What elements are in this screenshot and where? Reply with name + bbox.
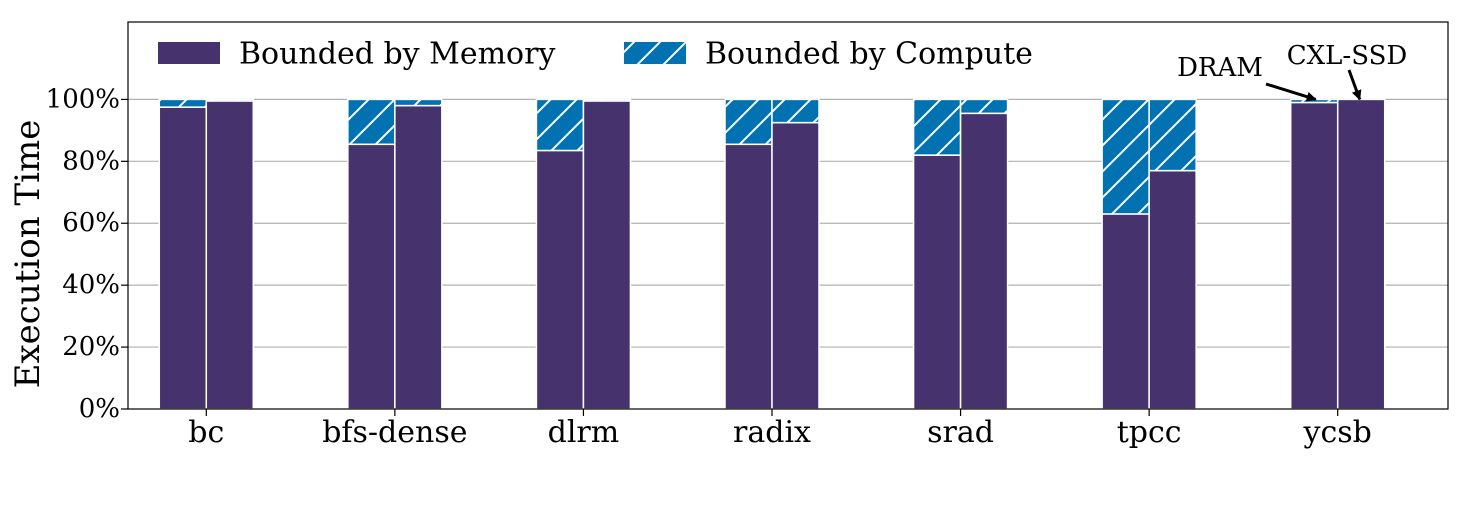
annotation-label-dram: DRAM [1177,53,1263,83]
x-tick-label-dlrm: dlrm [548,415,620,450]
y-tick-label: 60% [62,208,120,238]
bar-tpcc-dram-memory [1101,213,1150,410]
bar-ycsb-cxl-ssd-memory [1336,98,1386,410]
y-axis-label: Execution Time [8,120,48,389]
annotation-label-cxl-ssd: CXL-SSD [1287,41,1407,71]
bar-radix-cxl-ssd-compute [771,98,820,124]
bar-tpcc-cxl-ssd-compute [1148,98,1197,172]
bar-radix-dram-memory [724,143,773,410]
legend-label-memory: Bounded by Memory [239,37,555,72]
x-tick-label-radix: radix [733,415,811,450]
bar-radix-dram-compute [724,98,773,146]
x-axis-ticks: bc bfs-dense dlrm radix srad tpcc ycsb [188,409,1372,450]
bar-radix-cxl-ssd-memory [771,121,820,410]
bar-srad-dram-memory [912,154,962,410]
y-axis-ticks: 0% 20% 40% 60% 80% 100% [46,84,128,424]
bar-tpcc-dram-compute [1101,98,1150,215]
bar-bc-cxl-ssd-compute [205,98,255,102]
bar-bfs-dense-cxl-ssd-memory [394,104,443,410]
legend-swatch-compute [624,42,686,64]
bar-tpcc-cxl-ssd-memory [1148,169,1197,410]
annotation-arrow-dram [1265,82,1317,102]
bar-dlrm-dram-memory [535,149,585,410]
bar-srad-cxl-ssd-compute [959,98,1009,115]
legend-label-compute: Bounded by Compute [705,37,1033,72]
bar-bfs-dense-dram-memory [347,143,396,410]
bar-bfs-dense-cxl-ssd-compute [394,98,443,107]
bars [158,98,1386,410]
annotation-arrow-cxl-ssd [1347,69,1362,101]
bar-ycsb-dram-memory [1289,101,1339,410]
x-tick-label-ycsb: ycsb [1303,415,1372,450]
bar-dlrm-cxl-ssd-memory [582,100,632,410]
annotations: DRAM CXL-SSD [1177,41,1407,102]
y-tick-label: 20% [62,332,120,362]
x-tick-label-srad: srad [927,415,994,450]
plot-frame [127,21,1449,410]
y-tick-label: 40% [62,270,120,300]
bar-bc-dram-memory [158,106,208,410]
bar-dlrm-dram-compute [535,98,585,152]
bar-bfs-dense-dram-compute [347,98,396,146]
legend: Bounded by Memory Bounded by Compute [158,37,1033,72]
y-tick-label: 100% [46,84,120,114]
x-tick-label-bfs-dense: bfs-dense [322,415,467,450]
bar-srad-dram-compute [912,98,962,156]
bar-dlrm-cxl-ssd-compute [582,98,632,102]
bar-bc-cxl-ssd-memory [205,100,255,410]
x-tick-label-bc: bc [188,415,224,450]
legend-swatch-memory [158,42,220,64]
x-tick-label-tpcc: tpcc [1117,415,1182,450]
bar-bc-dram-compute [158,98,208,108]
y-tick-label: 0% [79,394,120,424]
y-tick-label: 80% [62,146,120,176]
bar-srad-cxl-ssd-memory [959,112,1009,410]
